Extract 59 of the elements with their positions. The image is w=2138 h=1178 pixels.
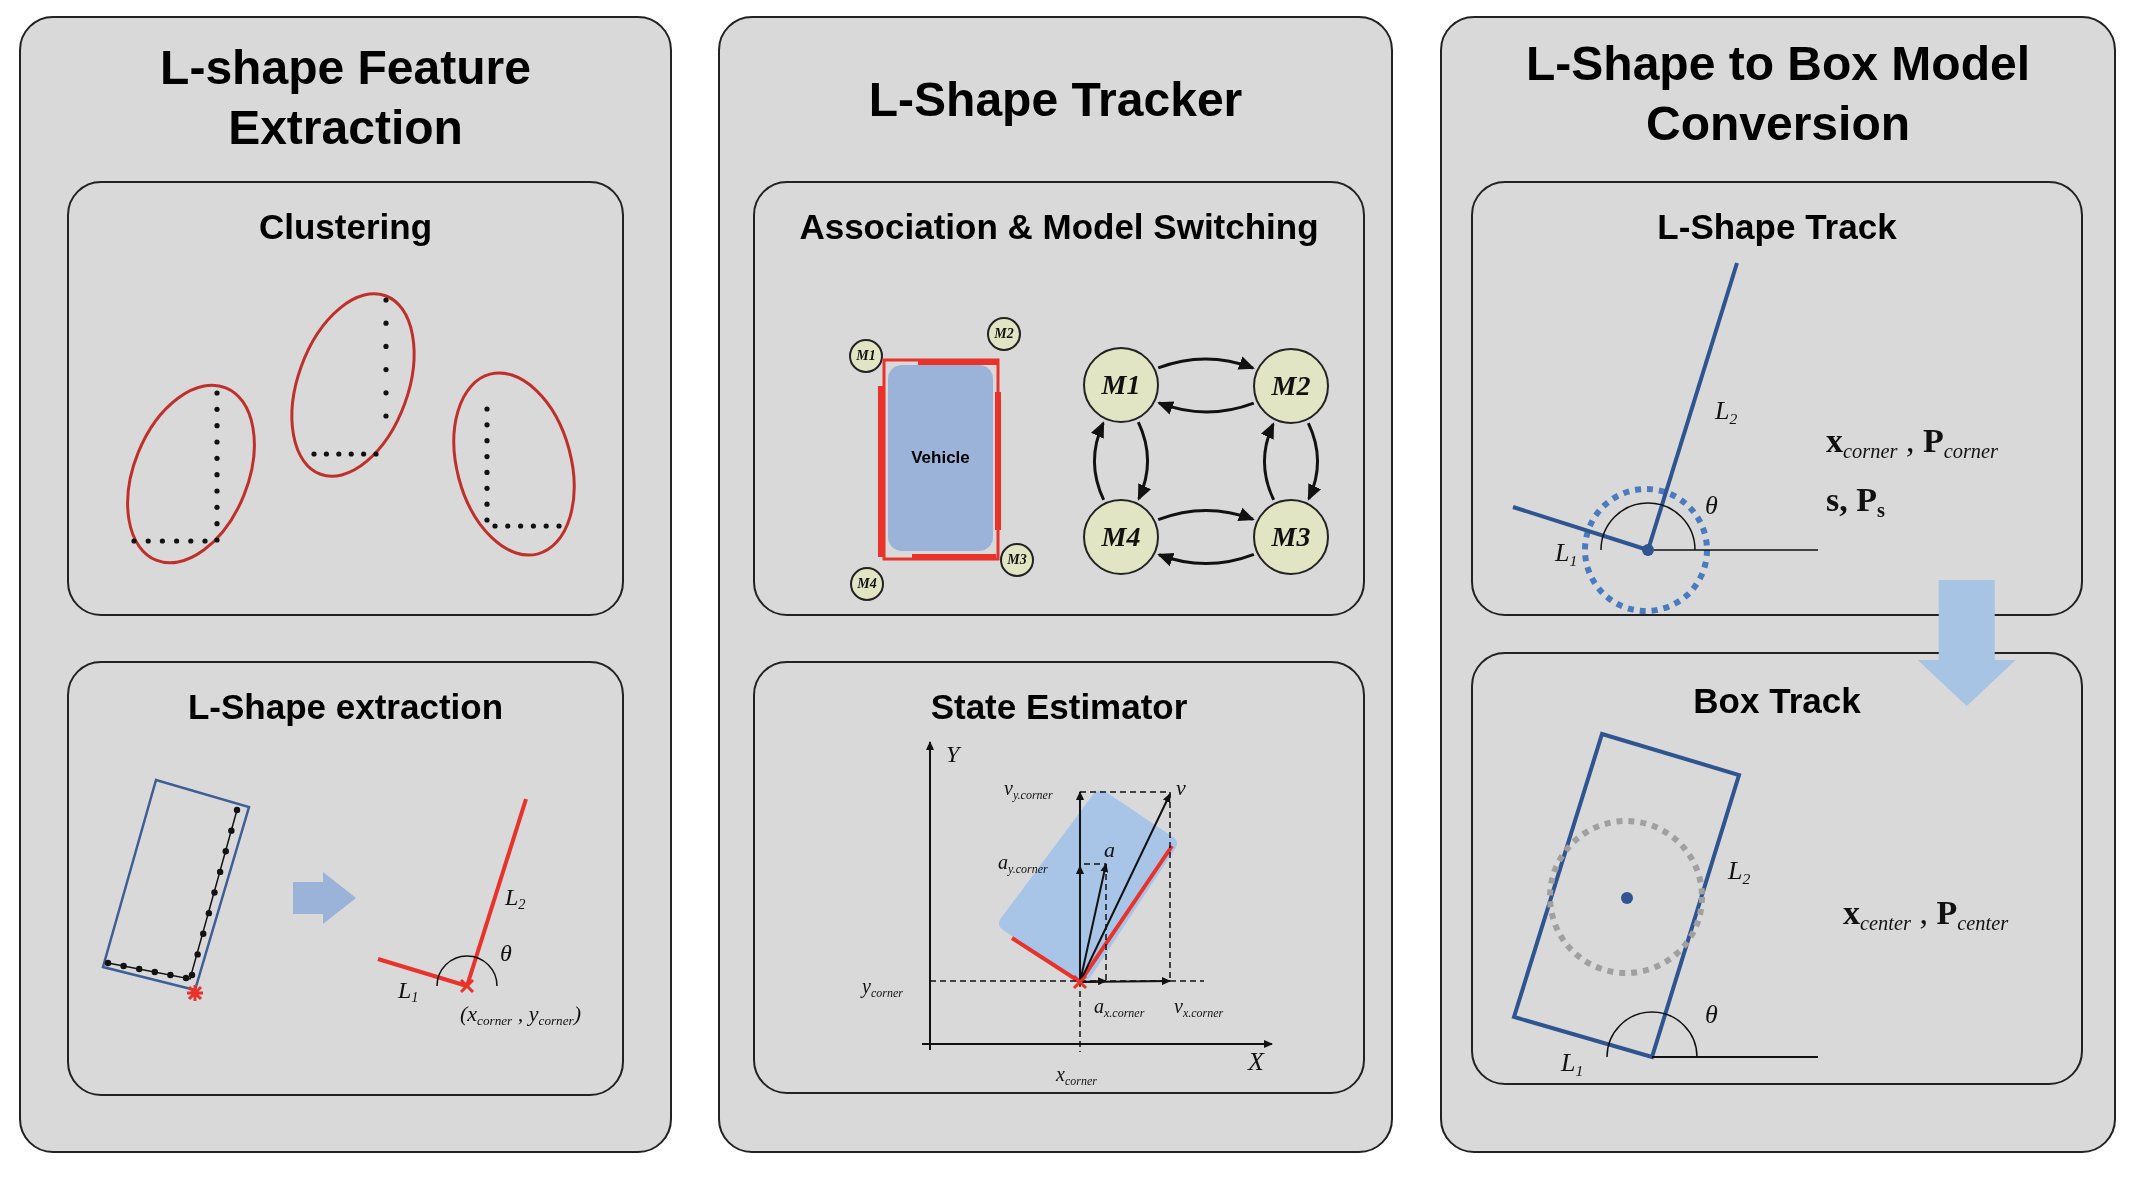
subsection-title: State Estimator — [929, 686, 1189, 728]
line-label: L$_{1}$ — [1555, 537, 1578, 571]
line-label: L$_{2}$ — [1728, 855, 1751, 889]
subsection-card — [1471, 181, 2083, 616]
transition-arrow — [1157, 401, 1255, 415]
subsection-title: Association & Model Switching — [798, 206, 1320, 248]
subsection-title: L-Shape Track — [1656, 206, 1898, 248]
state-formula: x$_{corner}$ , P$_{corner}$ — [1826, 420, 1999, 464]
subsection-card — [67, 661, 624, 1096]
model-circle: M4 — [1083, 499, 1159, 575]
vector-label: v$_{y.corner}$ — [1004, 776, 1053, 802]
coordinate-label: y$_{corner}$ — [862, 974, 903, 1000]
section-panel — [1440, 16, 2116, 1153]
line-label: L$_{1}$ — [398, 975, 419, 1007]
subsection-card — [1471, 652, 2083, 1085]
axis-label: Y — [946, 739, 960, 769]
coordinate-label: (x$_{corner}$ , y$_{corner}$) — [460, 1000, 582, 1029]
vector-label: a$_{x.corner}$ — [1094, 994, 1145, 1020]
angle-label: θ — [500, 938, 512, 968]
vector-label: v$_{x.corner}$ — [1174, 994, 1224, 1020]
transition-arrow — [1157, 508, 1255, 522]
vehicle-box: Vehicle — [888, 365, 993, 551]
vector-label: v — [1176, 774, 1186, 802]
section-panel — [19, 16, 672, 1153]
angle-label: θ — [1705, 490, 1718, 522]
model-circle: M1 — [1083, 347, 1159, 423]
model-circle: M3 — [1000, 543, 1034, 577]
transition-arrow — [1306, 422, 1321, 501]
line-label: L$_{2}$ — [505, 882, 526, 914]
transition-arrow — [1261, 422, 1276, 501]
subsection-title: Clustering — [257, 206, 434, 248]
subsection-title: Box Track — [1692, 680, 1862, 722]
vector-label: a$_{y.corner}$ — [998, 850, 1048, 876]
coordinate-label: x$_{corner}$ — [1056, 1062, 1097, 1088]
section-title: L-Shape to Box Model Conversion — [1525, 36, 2031, 152]
angle-label: θ — [1705, 999, 1718, 1031]
section-panel — [718, 16, 1393, 1153]
line-label: L$_{1}$ — [1561, 1047, 1584, 1081]
transition-arrow — [1157, 356, 1255, 370]
subsection-card — [67, 181, 624, 616]
state-formula: s, P$_{s}$ — [1826, 479, 1885, 523]
model-circle: M4 — [850, 567, 884, 601]
axis-label: X — [1248, 1046, 1264, 1078]
model-circle: M1 — [849, 339, 883, 373]
state-formula: x$_{center}$ , P$_{center}$ — [1843, 892, 2009, 936]
transition-arrow — [1136, 421, 1151, 501]
section-title: L-Shape Tracker — [867, 72, 1244, 128]
section-title: L-shape Feature Extraction — [159, 40, 532, 156]
transition-arrow — [1157, 552, 1255, 566]
vector-label: a — [1104, 836, 1115, 864]
subsection-card — [753, 661, 1365, 1094]
model-circle: M2 — [987, 317, 1021, 351]
model-circle: M3 — [1253, 499, 1329, 575]
model-circle: M2 — [1253, 348, 1329, 424]
subsection-card — [753, 181, 1365, 616]
subsection-title: L-Shape extraction — [186, 686, 505, 728]
flow-arrow — [1917, 580, 2016, 706]
transition-arrow — [1091, 421, 1106, 501]
line-label: L$_{2}$ — [1715, 395, 1738, 429]
